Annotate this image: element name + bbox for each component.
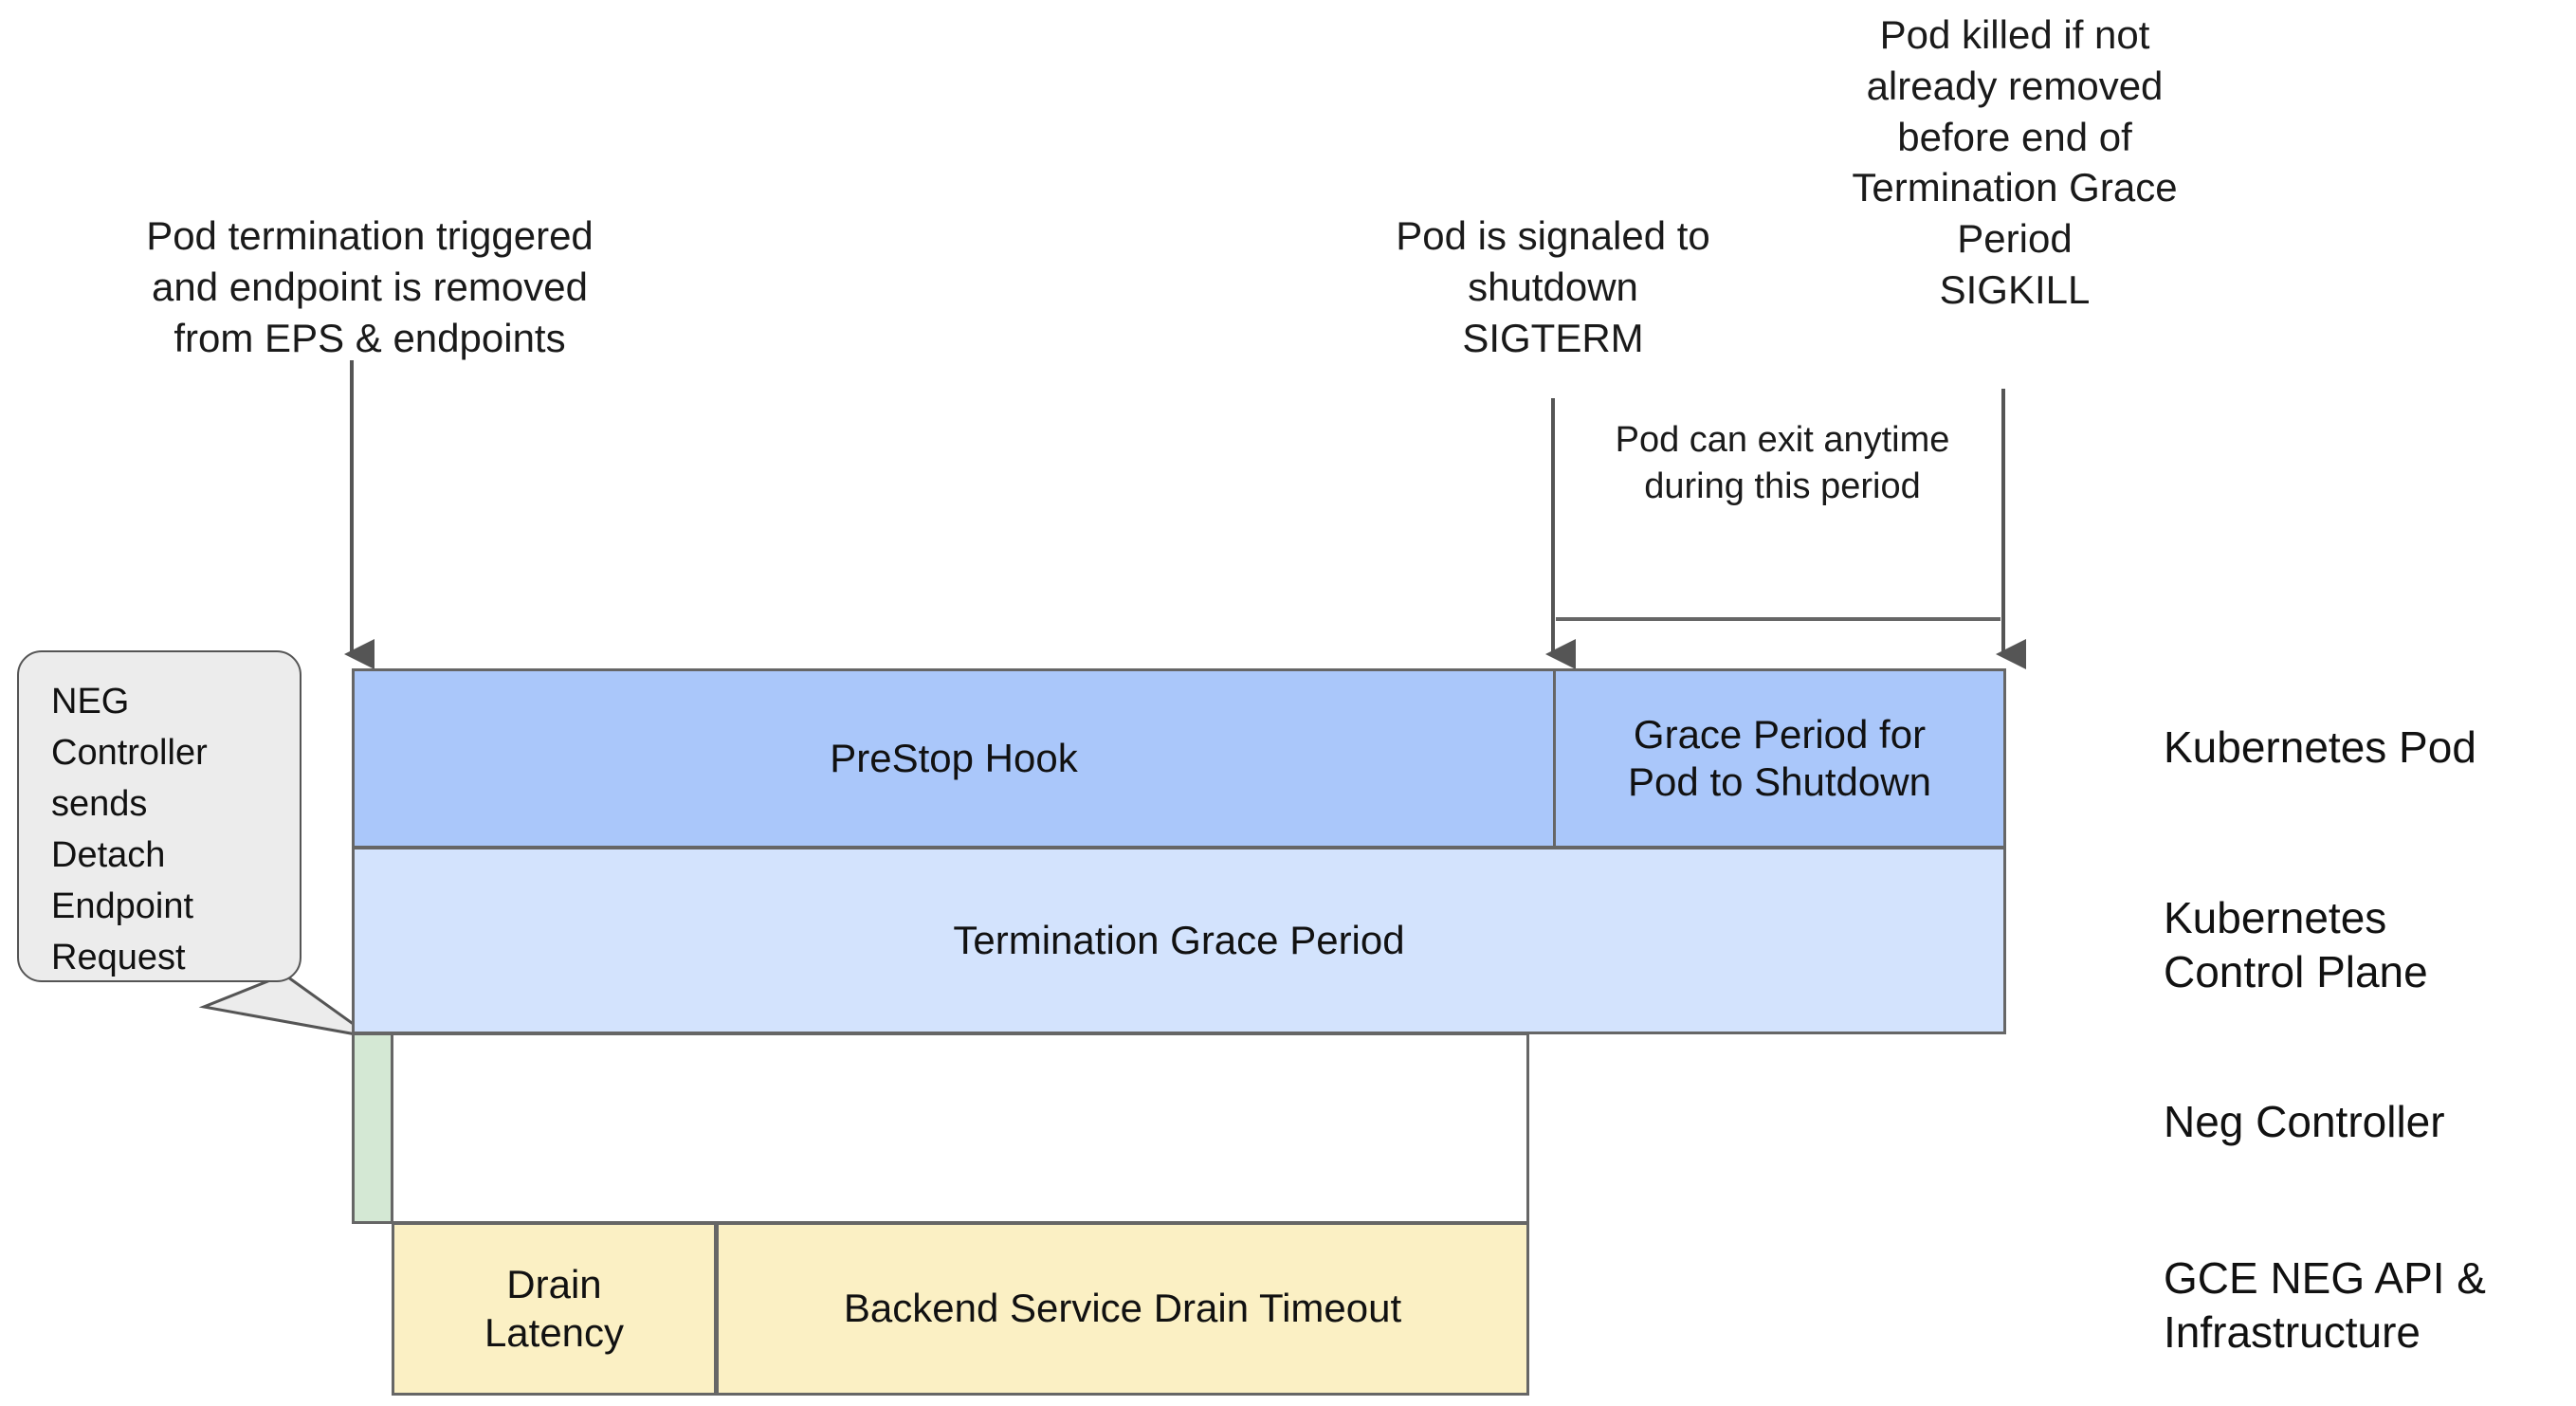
- legend-kubernetes-pod: Kubernetes Pod: [2164, 722, 2476, 772]
- legend-neg-controller: Neg Controller: [2164, 1097, 2445, 1146]
- bar-backend-service-drain-timeout[interactable]: Backend Service Drain Timeout: [716, 1222, 1529, 1396]
- annotation-pod-can-exit: Pod can exit anytime during this period: [1615, 420, 1950, 506]
- legend-gce-neg-api: GCE NEG API & Infrastructure: [2164, 1253, 2486, 1358]
- bar-termination-grace-period[interactable]: Termination Grace Period: [352, 847, 2006, 1034]
- annotation-sigkill: Pod killed if not already removed before…: [1852, 12, 2178, 312]
- legend-kubernetes-control-plane: Kubernetes Control Plane: [2164, 893, 2428, 997]
- bar-neg-detach-window[interactable]: [352, 1032, 393, 1224]
- annotation-sigterm: Pod is signaled to shutdown SIGTERM: [1396, 213, 1710, 360]
- bar-grace-period[interactable]: Grace Period for Pod to Shutdown: [1553, 668, 2006, 849]
- bar-drain-latency[interactable]: Drain Latency: [392, 1222, 717, 1396]
- annotation-pod-termination: Pod termination triggered and endpoint i…: [146, 213, 594, 360]
- bar-prestop-hook[interactable]: PreStop Hook: [352, 668, 1556, 849]
- bar-neg-controller-row[interactable]: [352, 1032, 1529, 1224]
- callout-neg-detach: NEG Controller sends Detach Endpoint Req…: [17, 650, 301, 982]
- callout-tail: [198, 973, 373, 1039]
